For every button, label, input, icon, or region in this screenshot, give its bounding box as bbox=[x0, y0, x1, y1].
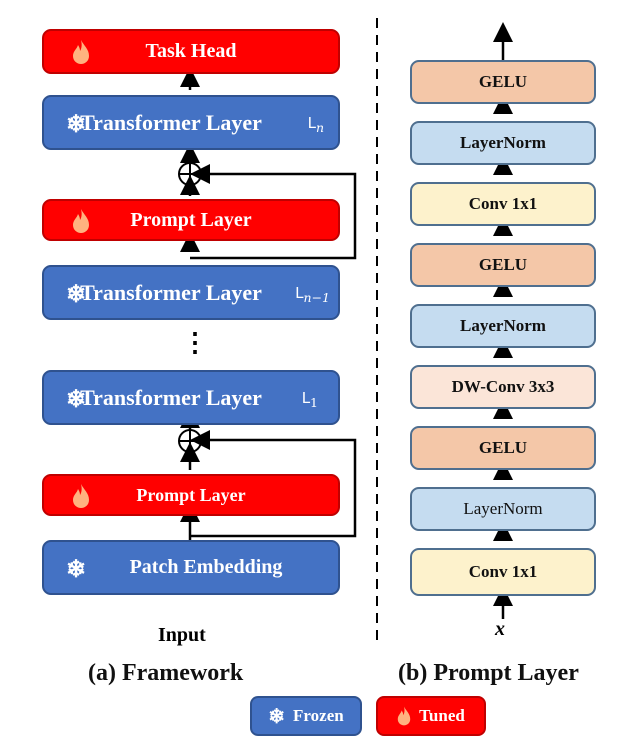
snowflake-icon: ❄ bbox=[66, 557, 87, 583]
flame-icon bbox=[72, 39, 90, 65]
transformer-layer-1: ❄ Transformer Layer L1 bbox=[42, 370, 340, 425]
prompt-layer-top: Prompt Layer bbox=[42, 199, 340, 241]
residual-connection-1 bbox=[190, 430, 357, 538]
prompt-input-x: x bbox=[495, 618, 505, 640]
prompt-stack-layernorm-top: LayerNorm bbox=[410, 121, 596, 165]
snowflake-icon: ❄ bbox=[66, 112, 87, 138]
prompt-stack-conv1x1-top: Conv 1x1 bbox=[410, 182, 596, 226]
caption-prompt-layer: (b) Prompt Layer bbox=[398, 660, 579, 686]
transformer-layer-label: Transformer Layer bbox=[80, 384, 262, 410]
prompt-stack-gelu-bottom: GELU bbox=[410, 426, 596, 470]
patch-embedding-box: ❄ Patch Embedding bbox=[42, 540, 340, 595]
layer-index-n-minus-1: Ln−1 bbox=[295, 284, 330, 305]
prompt-layer-label: Prompt Layer bbox=[130, 208, 252, 231]
snowflake-icon: ❄ bbox=[66, 282, 87, 308]
snowflake-icon: ❄ bbox=[66, 387, 87, 413]
prompt-stack-gelu-top: GELU bbox=[410, 60, 596, 104]
transformer-layer-label: Transformer Layer bbox=[80, 279, 262, 305]
prompt-stack-conv1x1-bottom: Conv 1x1 bbox=[410, 548, 596, 596]
input-label: Input bbox=[158, 624, 206, 646]
transformer-layer-n-minus-1: ❄ Transformer Layer Ln−1 bbox=[42, 265, 340, 320]
legend-tuned-label: Tuned bbox=[419, 706, 465, 725]
legend-tuned: Tuned bbox=[376, 696, 486, 736]
prompt-layer-bottom: Prompt Layer bbox=[42, 474, 340, 516]
flame-icon bbox=[72, 208, 90, 234]
caption-framework: (a) Framework bbox=[88, 660, 244, 686]
flame-icon bbox=[72, 483, 90, 509]
task-head-label: Task Head bbox=[145, 40, 237, 62]
prompt-stack-layernorm-mid: LayerNorm bbox=[410, 304, 596, 348]
transformer-layer-label: Transformer Layer bbox=[80, 109, 262, 135]
layer-index-1: L1 bbox=[301, 389, 318, 410]
ellipsis: ⋮ bbox=[182, 328, 208, 357]
patch-embedding-label: Patch Embedding bbox=[129, 556, 283, 578]
residual-connection-2 bbox=[190, 164, 357, 260]
layer-index-n: Ln bbox=[307, 114, 324, 135]
legend-frozen-label: Frozen bbox=[293, 706, 344, 725]
flame-icon bbox=[397, 705, 411, 727]
prompt-stack-dwconv: DW-Conv 3x3 bbox=[410, 365, 596, 409]
prompt-stack-gelu-mid: GELU bbox=[410, 243, 596, 287]
prompt-stack-layernorm-bottom: LayerNorm bbox=[410, 487, 596, 531]
task-head-box: Task Head bbox=[42, 29, 340, 74]
legend-frozen: ❄ Frozen bbox=[250, 696, 362, 736]
prompt-layer-label: Prompt Layer bbox=[136, 484, 246, 505]
transformer-layer-n: ❄ Transformer Layer Ln bbox=[42, 95, 340, 150]
snowflake-icon: ❄ bbox=[268, 705, 286, 728]
